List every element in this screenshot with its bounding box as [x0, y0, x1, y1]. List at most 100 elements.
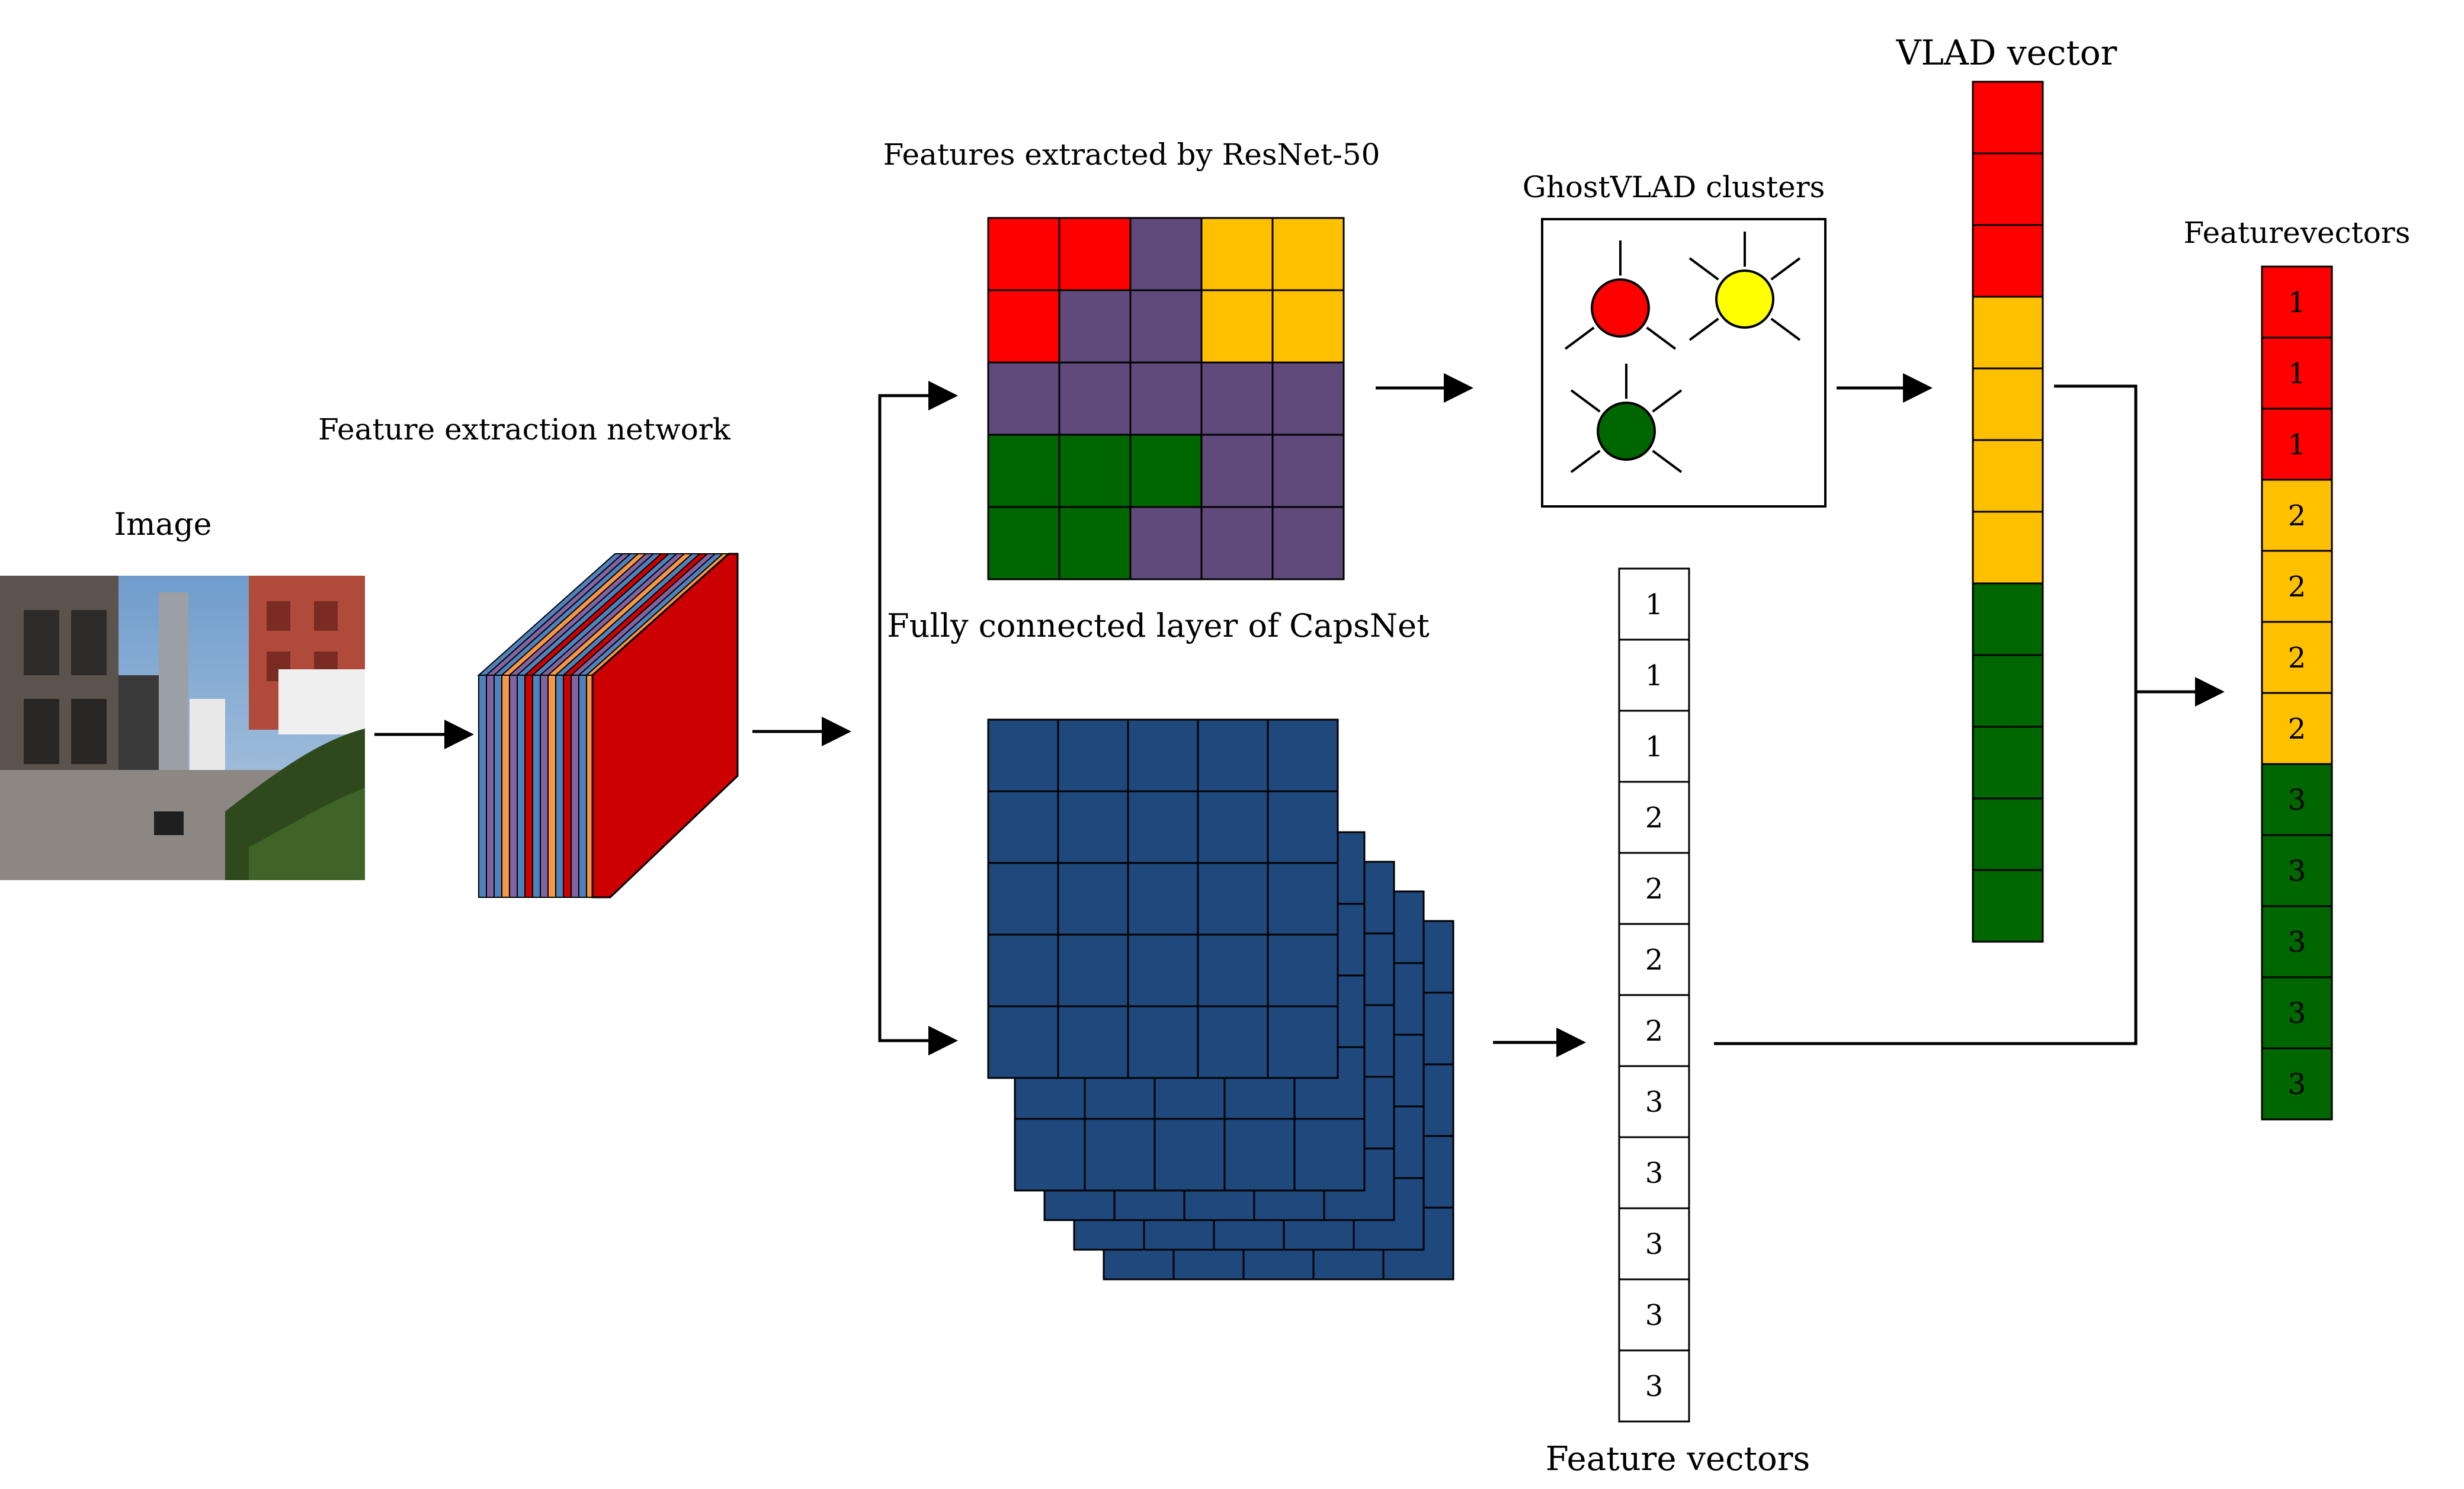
image-label: Image: [114, 507, 212, 543]
capsnet-vector-cell: [1618, 710, 1690, 783]
capsnet-vector-cell: [1618, 638, 1690, 712]
ghostvlad-clusters-label: GhostVLAD clusters: [1523, 170, 1825, 204]
final-vector-value: 2: [2288, 641, 2306, 675]
resnet-feature-cell: [1058, 289, 1132, 364]
capsnet-vector-cell: [1618, 994, 1690, 1067]
final-vector-value: 1: [2288, 286, 2306, 319]
resnet-feature-cell: [987, 434, 1060, 508]
capsnet-cell: [1197, 790, 1269, 864]
capsnet-cell: [1127, 862, 1199, 936]
capsnet-vector-value: 1: [1645, 659, 1664, 692]
features-resnet-label: Features extracted by ResNet-50: [883, 137, 1380, 172]
vlad-vector-cell: [1972, 511, 2044, 585]
vlad-vector-cell: [1972, 81, 2044, 155]
final-vector-value: 1: [2288, 357, 2306, 390]
vlad-vector: [1972, 81, 2044, 943]
capsnet-cell: [987, 718, 1059, 792]
capsnet-cell: [1154, 1118, 1226, 1192]
resnet-feature-cell: [1200, 434, 1274, 508]
capsnet-cell: [1127, 1005, 1199, 1079]
final-vector-cell: [2261, 265, 2333, 339]
red-cluster: [1564, 240, 1677, 350]
capsnet-layer: [987, 718, 1339, 1079]
featurevectors-label: Featurevectors: [2184, 216, 2411, 250]
capsnet-cell: [1084, 1118, 1156, 1192]
vlad-vector-cell: [1972, 726, 2044, 800]
resnet-feature-grid: [987, 217, 1345, 580]
capsnet-vector-value: 2: [1645, 1015, 1664, 1048]
feature-extraction-layers: [477, 553, 739, 898]
capsnet-cell: [1267, 862, 1339, 936]
capsnet-cell: [1293, 1118, 1366, 1192]
resnet-feature-cell: [1129, 217, 1203, 291]
capsnet-cell: [1267, 718, 1339, 792]
resnet-feature-cell: [1271, 361, 1345, 436]
connectors: [374, 373, 2225, 1057]
input-street-image: [0, 576, 365, 880]
capsnet-cell: [1057, 1005, 1129, 1079]
resnet-feature-cell: [1058, 217, 1132, 291]
vlad-vector-cell: [1972, 869, 2044, 943]
capsnet-cell: [1267, 933, 1339, 1007]
capsnet-cell: [1057, 862, 1129, 936]
resnet-feature-cell: [1200, 361, 1274, 436]
final-vector-value: 2: [2288, 570, 2306, 604]
capsnet-cell: [987, 1005, 1059, 1079]
final-vector-value: 3: [2288, 784, 2306, 817]
final-vector-cell: [2261, 976, 2333, 1050]
capsnet-vector-value: 2: [1645, 944, 1664, 977]
resnet-feature-cell: [1271, 506, 1345, 580]
resnet-feature-cell: [987, 217, 1060, 291]
resnet-feature-cell: [1271, 289, 1345, 364]
capsnet-cell: [1197, 862, 1269, 936]
capsnet-vector-cell: [1618, 781, 1690, 854]
capsnet-vector-cell: [1618, 1136, 1690, 1209]
vlad-vector-cell: [1972, 152, 2044, 226]
capsnet-cell: [1127, 718, 1199, 792]
merge-connector: [1714, 384, 2138, 1045]
final-vector-cell: [2261, 621, 2333, 694]
capsnet-vector-value: 3: [1645, 1086, 1664, 1119]
final-vector-value: 3: [2288, 997, 2306, 1030]
final-vector-value: 2: [2288, 499, 2306, 532]
vlad-vector-cell: [1972, 654, 2044, 728]
capsnet-cell: [1057, 933, 1129, 1007]
capsnet-cell: [1127, 933, 1199, 1007]
yellow-cluster: [1688, 232, 1801, 341]
vlad-vector-cell: [1972, 296, 2044, 370]
capsnet-cell: [987, 790, 1059, 864]
capsnet-cell: [1197, 718, 1269, 792]
resnet-feature-cell: [1200, 217, 1274, 291]
capsnet-vector-value: 3: [1645, 1370, 1664, 1403]
capsnet-vector-value: 3: [1645, 1157, 1664, 1190]
capsnet-cell: [987, 933, 1059, 1007]
resnet-feature-cell: [1200, 506, 1274, 580]
resnet-feature-cell: [1271, 434, 1345, 508]
capsnet-vector-cell: [1618, 567, 1690, 641]
final-vector-value: 3: [2288, 1068, 2306, 1101]
network-front-face: [591, 553, 739, 898]
vlad-vector-label: VLAD vector: [1896, 33, 2117, 73]
capsnet-vector-value: 3: [1645, 1299, 1664, 1332]
feature-extraction-network-label: Feature extraction network: [318, 412, 731, 447]
resnet-feature-cell: [1271, 217, 1345, 291]
final-vector-cell: [2261, 550, 2333, 623]
final-vector-cell: [2261, 834, 2333, 907]
capsnet-vector-cell: [1618, 852, 1690, 925]
final-vector-cell: [2261, 763, 2333, 836]
resnet-feature-cell: [987, 361, 1060, 436]
vlad-vector-cell: [1972, 367, 2044, 441]
fully-connected-capsnet-label: Fully connected layer of CapsNet: [887, 607, 1430, 644]
capsnet-vector-value: 1: [1645, 730, 1664, 763]
capsnet-cell: [1197, 1005, 1269, 1079]
resnet-feature-cell: [1129, 434, 1203, 508]
final-vector-value: 2: [2288, 713, 2306, 746]
green-cluster: [1570, 364, 1683, 473]
final-vector-cell: [2261, 407, 2333, 481]
ghostvlad-clusters: [1564, 232, 1801, 473]
capsnet-vector-cell: [1618, 1207, 1690, 1281]
capsnet-vector-value: 1: [1645, 588, 1664, 621]
resnet-feature-cell: [1129, 361, 1203, 436]
